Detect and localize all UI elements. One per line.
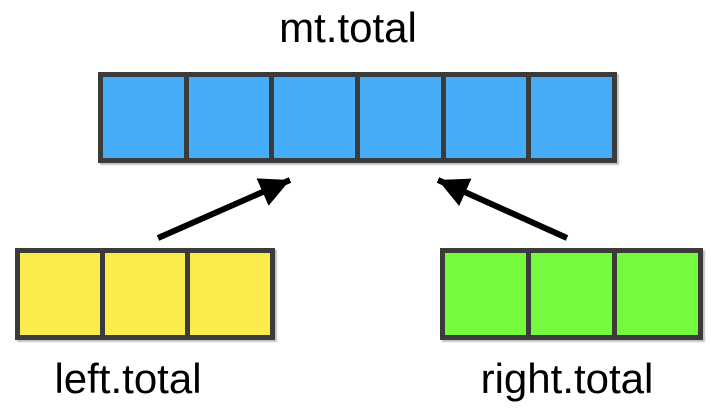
mt-array-cell <box>183 77 270 158</box>
right-merge-arrow <box>436 177 569 241</box>
mt-array-cell <box>355 77 441 158</box>
mt-total-label: mt.total <box>279 4 417 51</box>
left-array-cell <box>100 253 185 335</box>
left-array-cell <box>185 253 270 335</box>
mt-array-cell <box>526 77 613 158</box>
mt-array-cell <box>440 77 527 158</box>
right-total-label: right.total <box>480 355 654 402</box>
left-array-cell <box>20 253 100 335</box>
left-merge-arrow <box>156 177 292 241</box>
right-array-cell <box>612 253 698 335</box>
right-array-cell <box>445 253 526 335</box>
mt-array-cell <box>269 77 356 158</box>
left-total-label: left.total <box>54 355 202 402</box>
mt-total-array <box>98 72 617 163</box>
mt-array-cell <box>103 77 184 158</box>
left-total-array <box>15 248 275 340</box>
right-array-cell <box>526 253 612 335</box>
right-total-array <box>440 248 703 340</box>
